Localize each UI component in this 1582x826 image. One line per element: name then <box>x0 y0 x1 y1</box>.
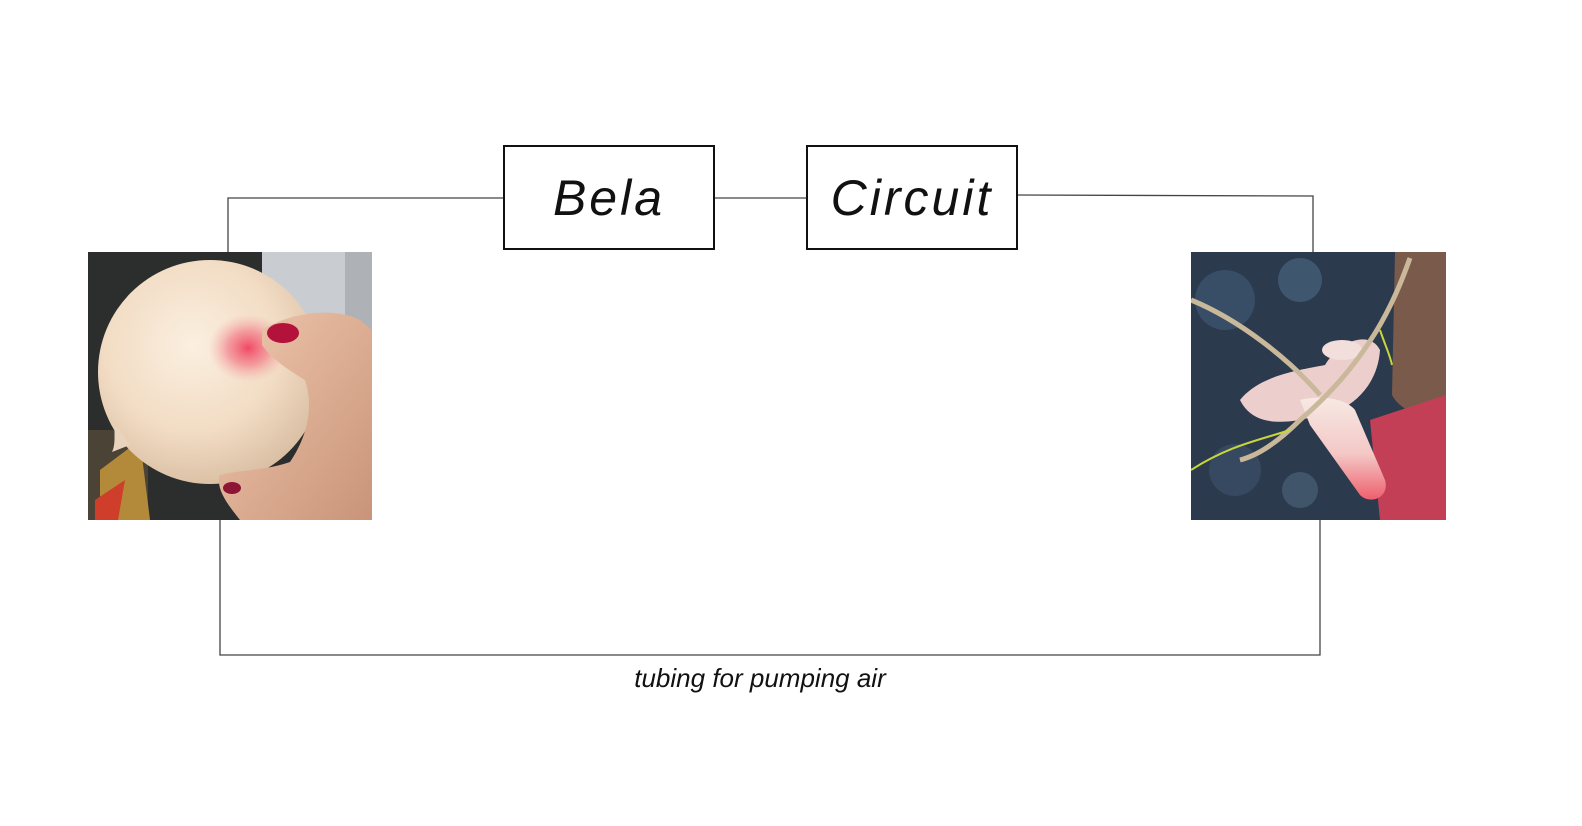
silicone-breast-prototype-photo <box>88 252 372 520</box>
circuit-block: Circuit <box>806 145 1018 250</box>
air-tubing-line <box>219 520 1321 656</box>
circuit-box <box>806 145 1018 250</box>
bela-label: Bela <box>553 170 665 226</box>
silicone-phallic-prototype-photo <box>1191 252 1446 520</box>
bela-block: Bela <box>503 145 715 250</box>
wire-circuit-to-right-photo <box>1016 194 1314 252</box>
wire-left-photo-to-bela <box>227 197 505 252</box>
tubing-caption: tubing for pumping air <box>634 663 887 693</box>
circuit-label: Circuit <box>831 170 994 226</box>
bela-box <box>503 145 715 250</box>
signal-wires <box>227 194 1314 252</box>
